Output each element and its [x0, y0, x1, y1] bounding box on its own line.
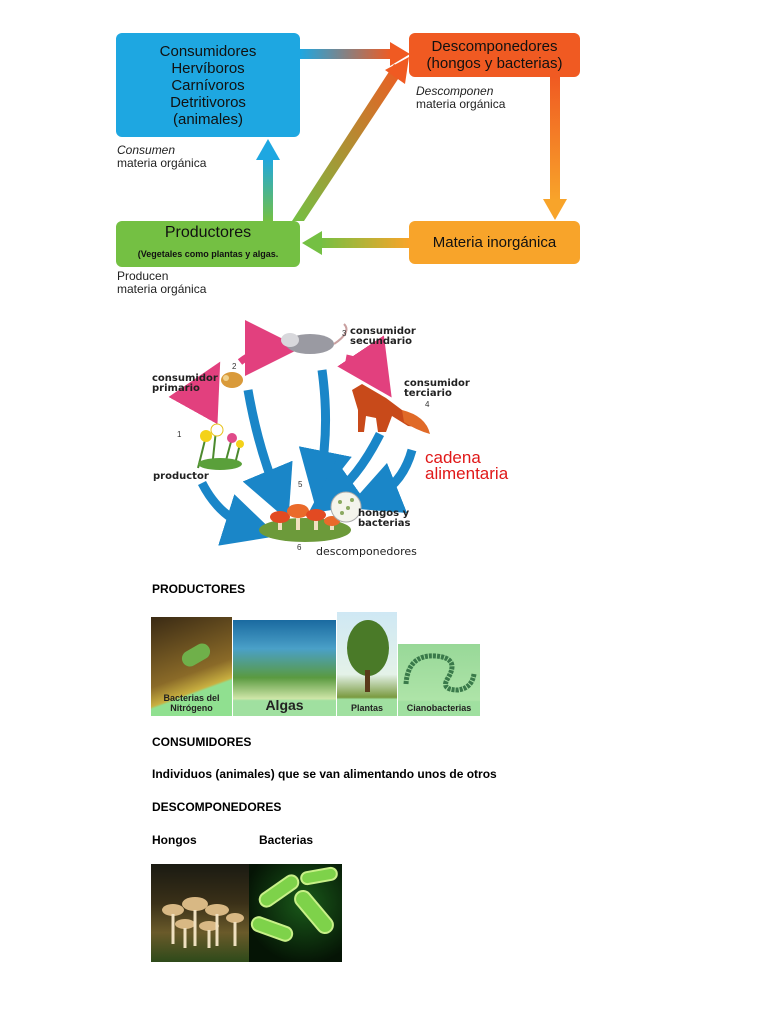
- mushrooms-icon: [259, 504, 351, 542]
- photo-label: Algas: [265, 697, 304, 713]
- materia-inorganica-label: Materia inorgánica: [432, 234, 557, 251]
- cadena-alimentaria-title: cadena alimentaria: [425, 448, 509, 483]
- descomponedores-line: Descomponedores: [431, 38, 558, 55]
- label-line: bacterias: [358, 518, 411, 529]
- productores-title: Productores: [164, 224, 252, 241]
- food-chain-illustration: [168, 320, 430, 546]
- caption-text: materia orgánica: [117, 156, 207, 170]
- number-6: 6: [297, 543, 302, 552]
- consumidores-line: Detritivoros: [170, 93, 246, 111]
- hamster-icon: [221, 372, 243, 388]
- label-line: primario: [152, 383, 200, 394]
- number-1: 1: [177, 430, 182, 439]
- arrow-descomponedores-to-inorganica: [543, 77, 567, 220]
- consumidores-description: Individuos (animales) que se van aliment…: [152, 767, 497, 781]
- descomponedores-label: descomponedores: [316, 545, 417, 558]
- cyanobacteria-icon: [403, 653, 477, 693]
- hongos-label: Hongos: [152, 833, 197, 847]
- number-2: 2: [232, 362, 237, 371]
- tree-trunk-icon: [365, 670, 370, 692]
- bacteria-circle-icon: [330, 491, 362, 523]
- arrow-productores-to-descomponedores: [292, 57, 409, 221]
- title-line: alimentaria: [425, 464, 509, 483]
- bacterias-nitrogeno-photo: Bacterias del Nitrógeno: [151, 617, 232, 716]
- fox-icon: [352, 384, 430, 434]
- bacterias-photo: [249, 864, 342, 962]
- materia-inorganica-box: Materia inorgánica: [409, 221, 580, 264]
- caption-italic: Producen: [117, 269, 169, 283]
- descomponedores-caption: Descomponen materia orgánica: [416, 85, 505, 111]
- hongos-photo: [151, 864, 249, 962]
- productores-heading: PRODUCTORES: [152, 582, 246, 596]
- arrow-productor-to-primario: [168, 361, 221, 425]
- productores-caption: Producen materia orgánica: [117, 270, 206, 296]
- consumidor-terciario-label: consumidor terciario: [404, 379, 470, 399]
- tree-icon: [347, 620, 389, 676]
- descomponedores-box: Descomponedores (hongos y bacterias): [409, 33, 580, 77]
- productores-box: Productores (Vegetales como plantas y al…: [116, 221, 300, 267]
- arrow-productores-to-consumidores: [256, 139, 280, 221]
- label-line: secundario: [350, 336, 413, 347]
- arrow-primario-to-secundario: [237, 320, 301, 377]
- arrow-inorganica-to-productores: [302, 231, 409, 255]
- label-line: hongos y: [358, 508, 410, 519]
- plantas-photo: Plantas: [337, 612, 397, 716]
- productor-label: productor: [153, 471, 209, 482]
- bacteria-rods-icon: [250, 866, 338, 942]
- caption-text: materia orgánica: [416, 97, 506, 111]
- productores-subtitle: (Vegetales como plantas y algas.: [137, 249, 279, 259]
- title-line: cadena: [425, 448, 481, 467]
- cycle-arrows: [256, 42, 567, 255]
- arrow-productor-to-descomponedores: [197, 480, 278, 546]
- consumidores-line: Consumidores: [159, 42, 257, 60]
- consumidores-box: Consumidores Hervíboros Carnívoros Detri…: [116, 33, 300, 137]
- arrow-secundario-to-terciario: [337, 335, 392, 398]
- label-line: consumidor: [152, 373, 218, 384]
- arrow-consumidores-to-descomponedores: [300, 42, 410, 66]
- flowers-icon: [197, 423, 244, 470]
- possum-icon: [281, 323, 348, 354]
- consumidor-primario-label: consumidor primario: [152, 374, 218, 394]
- photo-label: Plantas: [350, 703, 383, 713]
- consumidores-caption: Consumen materia orgánica: [117, 144, 206, 170]
- algas-photo: Algas: [233, 620, 336, 716]
- consumidores-line: Carnívoros: [171, 76, 245, 94]
- arrow-primario-to-descomponedores: [242, 389, 293, 521]
- consumidor-secundario-label: consumidor secundario: [350, 327, 416, 347]
- arrow-secundario-to-descomponedores: [298, 369, 352, 505]
- caption-text: materia orgánica: [117, 282, 207, 296]
- hongos-bacterias-label: hongos y bacterias: [358, 509, 410, 529]
- label-line: terciario: [404, 388, 452, 399]
- number-3: 3: [342, 329, 347, 338]
- arrow-terciario-to-descomponedores: [308, 431, 385, 514]
- label-line: consumidor: [350, 326, 416, 337]
- caption-italic: Descomponen: [416, 84, 494, 98]
- arrow-cadena-to-bacterias: [346, 448, 417, 514]
- consumidores-heading: CONSUMIDORES: [152, 735, 252, 749]
- descomponedores-heading: DESCOMPONEDORES: [152, 800, 282, 814]
- descomponedores-line: (hongos y bacterias): [426, 55, 563, 72]
- consumidores-line: (animales): [172, 110, 244, 128]
- label-line: consumidor: [404, 378, 470, 389]
- photo-label: Cianobacterias: [406, 703, 472, 713]
- consumidores-line: Hervíboros: [171, 59, 245, 77]
- photo-label: Bacterias del Nitrógeno: [163, 693, 220, 713]
- mushroom-cluster-icon: [162, 897, 244, 948]
- number-4: 4: [425, 400, 430, 409]
- bacterium-icon: [179, 640, 213, 670]
- cianobacterias-photo: Cianobacterias: [398, 644, 480, 716]
- bacterias-label: Bacterias: [259, 833, 314, 847]
- number-5: 5: [298, 480, 303, 489]
- caption-italic: Consumen: [117, 143, 176, 157]
